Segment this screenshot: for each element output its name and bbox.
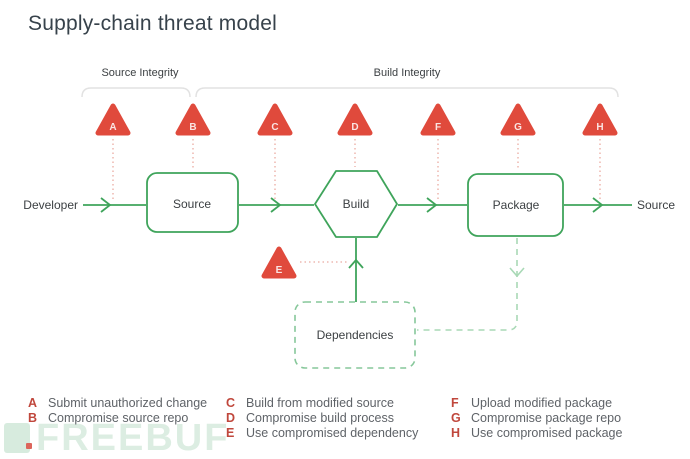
arrowhead-build-package — [426, 197, 438, 213]
dependencies-node-box — [294, 301, 416, 369]
threat-marker-g-triangle-icon — [500, 103, 536, 136]
source-integrity-bracket — [81, 87, 191, 98]
legend-item-h: H Use compromised package — [451, 426, 622, 441]
threat-marker-h-triangle-icon — [582, 103, 618, 136]
legend-item-e: E Use compromised dependency — [226, 426, 418, 441]
build-node-hexagon — [314, 170, 398, 238]
build-integrity-label: Build Integrity — [374, 67, 441, 79]
legend-column-2: C Build from modified source D Compromis… — [226, 396, 418, 442]
dependencies-node-label: Dependencies — [317, 328, 394, 342]
threat-marker-c-triangle-icon — [257, 103, 293, 136]
watermark-logo-icon — [4, 423, 32, 453]
threat-marker-d-letter: D — [351, 122, 358, 133]
legend-text-h: Use compromised package — [471, 426, 623, 441]
legend-letter-f: F — [451, 396, 459, 410]
watermark-text: FREEBUF — [36, 417, 230, 459]
watermark-red-dot-icon — [26, 443, 32, 449]
source-node-box — [146, 172, 239, 233]
source-node-label: Source — [173, 197, 211, 211]
build-integrity-bracket — [195, 87, 619, 98]
legend-letter-g: G — [451, 411, 461, 426]
arrowhead-source-build — [270, 197, 282, 213]
legend-letter-h: H — [451, 426, 461, 441]
developer-label: Developer — [23, 198, 78, 212]
legend-item-a: A Submit unauthorized change — [28, 396, 207, 411]
package-dependencies-path — [417, 238, 518, 331]
arrowhead-dependencies-build — [348, 258, 364, 269]
consumer-source-label: Source — [637, 198, 675, 212]
build-node-label: Build — [343, 197, 370, 211]
legend-item-b: B Compromise source repo — [28, 411, 207, 426]
legend-column-1: A Submit unauthorized change B Compromis… — [28, 396, 207, 426]
legend-item-c: C Build from modified source — [226, 396, 418, 411]
threat-marker-b-letter: B — [189, 122, 196, 133]
source-integrity-label: Source Integrity — [101, 67, 179, 79]
threat-connectors — [112, 139, 601, 263]
legend-text-e: Use compromised dependency — [246, 426, 419, 441]
legend-item-f: F Upload modified package — [451, 396, 622, 411]
dashed-line-package-dependencies — [417, 238, 518, 331]
threat-marker-a-letter: A — [109, 122, 116, 133]
legend-item-d: D Compromise build process — [226, 411, 418, 426]
threat-marker-g-letter: G — [514, 122, 522, 133]
threat-marker-e-triangle-icon — [261, 246, 297, 279]
legend-letter-c: C — [226, 396, 236, 410]
legend-letter-a: A — [28, 396, 38, 410]
legend-letter-e: E — [226, 426, 235, 441]
legend-text-b: Compromise source repo — [48, 411, 189, 426]
watermark: FREEBUF — [4, 419, 229, 457]
threat-marker-e-letter: E — [276, 265, 283, 276]
threat-marker-a-triangle-icon — [95, 103, 131, 136]
arrowhead-package-dependencies — [509, 267, 525, 278]
legend-item-g: G Compromise package repo — [451, 411, 622, 426]
threat-model-diagram: Source Integrity Build Integrity A B C D… — [23, 67, 675, 369]
threat-marker-f-triangle-icon — [420, 103, 456, 136]
legend-text-d: Compromise build process — [246, 411, 394, 426]
threat-markers: A B C D F G H E — [95, 103, 618, 279]
flow-lines — [83, 197, 632, 302]
legend-column-3: F Upload modified package G Compromise p… — [451, 396, 622, 442]
legend-letter-b: B — [28, 411, 38, 426]
threat-marker-c-letter: C — [271, 122, 278, 133]
threat-marker-h-letter: H — [596, 122, 603, 133]
legend-text-f: Upload modified package — [471, 396, 613, 410]
legend-text-c: Build from modified source — [246, 396, 394, 410]
legend-text-g: Compromise package repo — [471, 411, 622, 426]
threat-marker-b-triangle-icon — [175, 103, 211, 136]
threat-marker-f-letter: F — [435, 122, 441, 133]
page-title: Supply-chain threat model — [28, 12, 277, 35]
legend-letter-d: D — [226, 411, 236, 426]
package-node-label: Package — [493, 198, 540, 212]
threat-marker-d-triangle-icon — [337, 103, 373, 136]
legend-text-a: Submit unauthorized change — [48, 396, 208, 410]
arrowhead-developer-source — [100, 197, 112, 213]
package-node-box — [467, 173, 564, 237]
arrowhead-package-consumer — [592, 197, 604, 213]
